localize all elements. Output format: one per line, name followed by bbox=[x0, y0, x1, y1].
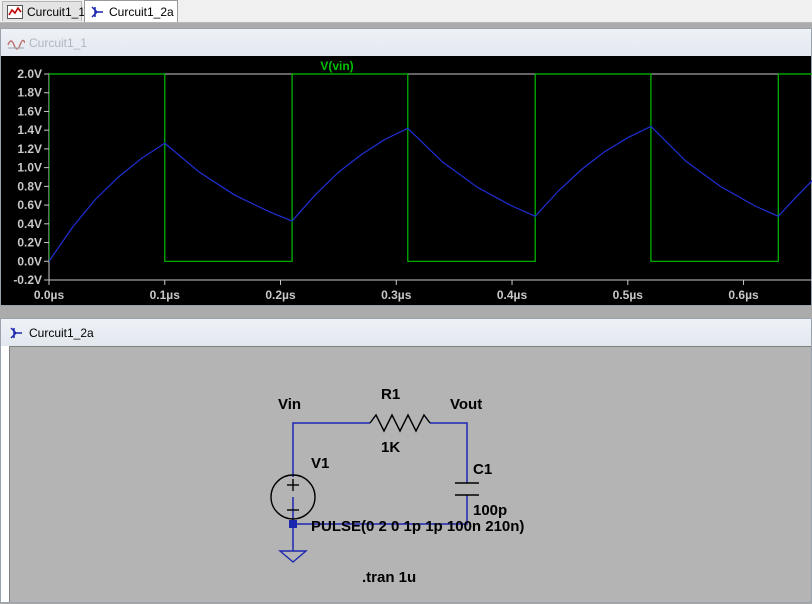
waveform-icon bbox=[7, 35, 26, 51]
resistor-r1[interactable] bbox=[369, 413, 431, 433]
tab-label: Curcuit1_1 bbox=[27, 4, 86, 19]
schematic-window: Curcuit1_2a bbox=[0, 318, 812, 603]
schematic-window-title: Curcuit1_2a bbox=[29, 325, 94, 340]
x-tick-label: 0.6µs bbox=[728, 288, 759, 302]
wire-vout[interactable] bbox=[430, 422, 468, 483]
y-tick-label: 0.8V bbox=[17, 179, 42, 193]
v1-name-label: V1 bbox=[311, 455, 329, 472]
schematic-icon bbox=[89, 4, 105, 20]
y-tick-label: 0.4V bbox=[17, 217, 42, 231]
y-tick-label: 0.0V bbox=[17, 254, 42, 268]
series-line-0 bbox=[49, 73, 812, 262]
schematic-canvas[interactable]: Vin Vout R1 1K C1 100p V1 PULSE(0 2 0 1p… bbox=[9, 346, 811, 602]
ground-icon[interactable] bbox=[278, 547, 308, 563]
net-label-vout: Vout bbox=[450, 396, 482, 413]
schematic-icon bbox=[7, 325, 25, 341]
y-tick-label: 1.2V bbox=[17, 142, 42, 156]
wire-vin[interactable] bbox=[292, 422, 370, 477]
wire-ground-net[interactable] bbox=[293, 495, 468, 525]
c1-value-label: 100p bbox=[473, 502, 507, 519]
series-line-1 bbox=[49, 125, 812, 262]
wire-junction bbox=[289, 520, 297, 528]
r1-name-label: R1 bbox=[381, 386, 400, 403]
v1-value-label: PULSE(0 2 0 1p 1p 100n 210n) bbox=[311, 518, 524, 535]
y-tick-label: -0.2V bbox=[13, 273, 42, 287]
x-tick-label: 0.2µs bbox=[265, 288, 296, 302]
tab-curcuit1-1[interactable]: Curcuit1_1 bbox=[2, 1, 86, 21]
capacitor-c1[interactable] bbox=[455, 482, 479, 496]
x-tick-label: 0.5µs bbox=[613, 288, 644, 302]
plot-window-title: Curcuit1_1 bbox=[29, 35, 88, 50]
document-tab-strip: Curcuit1_1 Curcuit1_2a bbox=[0, 0, 812, 23]
y-tick-label: 1.8V bbox=[17, 86, 42, 100]
plot-window: Curcuit1_1 -0.2V 0.0V 0.2V 0.4V 0.6V 0.8V 1.0V… bbox=[0, 28, 812, 306]
y-tick-label: 1.6V bbox=[17, 104, 42, 118]
y-tick-label: 0.2V bbox=[17, 236, 42, 250]
x-tick-label: 0.1µs bbox=[150, 288, 181, 302]
schematic-drawing: Vin Vout R1 1K C1 100p V1 PULSE(0 2 0 1p… bbox=[270, 386, 524, 586]
waveform-icon bbox=[7, 4, 23, 20]
y-tick-label: 2.0V bbox=[17, 67, 42, 81]
tab-label: Curcuit1_2a bbox=[109, 4, 174, 19]
r1-value-label: 1K bbox=[381, 439, 400, 456]
waveform-chart: -0.2V 0.0V 0.2V 0.4V 0.6V 0.8V 1.0V 1.2V 1.4V 1.6… bbox=[13, 59, 812, 302]
y-tick-label: 0.6V bbox=[17, 198, 42, 212]
y-tick-label: 1.4V bbox=[17, 123, 42, 137]
x-tick-label: 0.0µs bbox=[34, 288, 65, 302]
net-label-vin: Vin bbox=[278, 396, 301, 413]
trace-label-vin[interactable]: V(vin) bbox=[320, 59, 353, 73]
tab-curcuit1-2a[interactable]: Curcuit1_2a bbox=[84, 0, 178, 22]
c1-name-label: C1 bbox=[473, 461, 492, 478]
schematic-window-titlebar[interactable]: Curcuit1_2a bbox=[1, 319, 811, 346]
y-tick-label: 1.0V bbox=[17, 161, 42, 175]
plot-frame bbox=[48, 73, 812, 281]
x-tick-label: 0.4µs bbox=[497, 288, 528, 302]
waveform-plot[interactable]: -0.2V 0.0V 0.2V 0.4V 0.6V 0.8V 1.0V 1.2V 1.4V 1.6… bbox=[1, 56, 812, 305]
spice-directive[interactable]: .tran 1u bbox=[362, 569, 416, 586]
plot-window-titlebar[interactable]: Curcuit1_1 bbox=[1, 29, 811, 56]
voltage-source-v1[interactable] bbox=[270, 474, 316, 520]
x-tick-label: 0.3µs bbox=[381, 288, 412, 302]
